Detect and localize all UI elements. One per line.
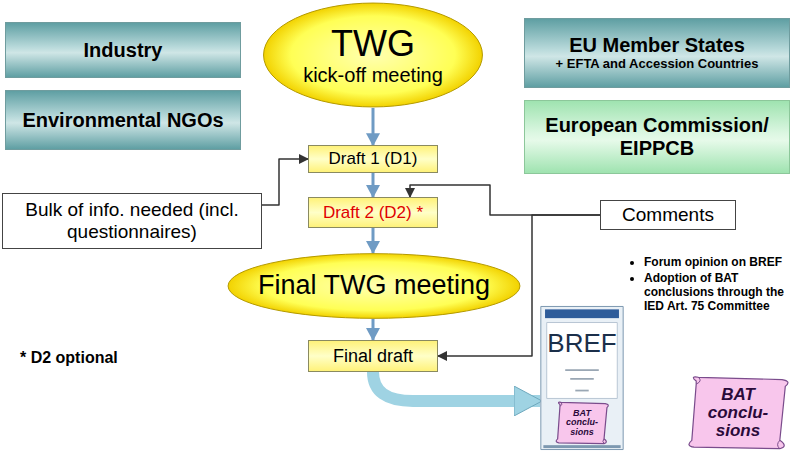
draft-box: Final draft	[308, 340, 438, 372]
flow-connector	[372, 173, 375, 197]
note-text: Adoption of BAT conclusions through the …	[644, 271, 798, 313]
node-text: BREF	[547, 329, 616, 359]
comments-box: Comments	[600, 200, 736, 230]
node-text: European Commission/ EIPPCB	[533, 114, 781, 160]
bat-scroll: BAT conclu- sions	[553, 401, 611, 445]
node-text: + EFTA and Accession Countries	[556, 57, 759, 72]
node-text: Draft 2 (D2) *	[323, 203, 423, 223]
node-text: BAT conclu- sions	[559, 409, 605, 437]
node-text: Bulk of info. needed (incl. questionnair…	[11, 199, 253, 243]
draft-box: Draft 2 (D2) *	[308, 197, 438, 228]
flow-connector	[410, 185, 600, 215]
meeting-ellipse: TWGkick-off meeting	[262, 2, 484, 108]
bref-document: BREF BAT conclu- sions	[540, 305, 624, 451]
flow-connector	[372, 228, 375, 253]
stakeholder-box: EU Member States+ EFTA and Accession Cou…	[524, 18, 790, 88]
draft-box: Draft 1 (D1)	[308, 145, 438, 173]
footnote: * D2 optional	[20, 349, 118, 367]
meeting-ellipse: Final TWG meeting	[226, 253, 522, 319]
node-text: TWG	[331, 23, 415, 64]
node-text: Environmental NGOs	[22, 109, 223, 132]
flow-connector	[373, 372, 540, 401]
bat-scroll: BAT conclu- sions	[683, 375, 793, 451]
stakeholder-box: European Commission/ EIPPCB	[524, 100, 790, 174]
node-text: Industry	[84, 39, 163, 62]
flow-connector	[262, 159, 308, 205]
notes-list: Forum opinion on BREF Adoption of BAT con…	[628, 255, 798, 315]
node-text: kick-off meeting	[303, 64, 443, 87]
stakeholder-box: Industry	[5, 22, 241, 78]
input-box: Bulk of info. needed (incl. questionnair…	[2, 193, 262, 249]
node-text: EU Member States	[569, 34, 745, 57]
stakeholder-box: Environmental NGOs	[5, 90, 241, 150]
note-text: Forum opinion on BREF	[644, 255, 798, 269]
node-text: Draft 1 (D1)	[329, 149, 418, 169]
node-text: Final draft	[333, 346, 413, 367]
node-text: Comments	[622, 204, 714, 226]
flow-connector	[372, 319, 375, 340]
node-text: BAT conclu- sions	[689, 386, 787, 440]
node-text: Final TWG meeting	[258, 270, 490, 301]
flow-connector	[372, 108, 375, 145]
